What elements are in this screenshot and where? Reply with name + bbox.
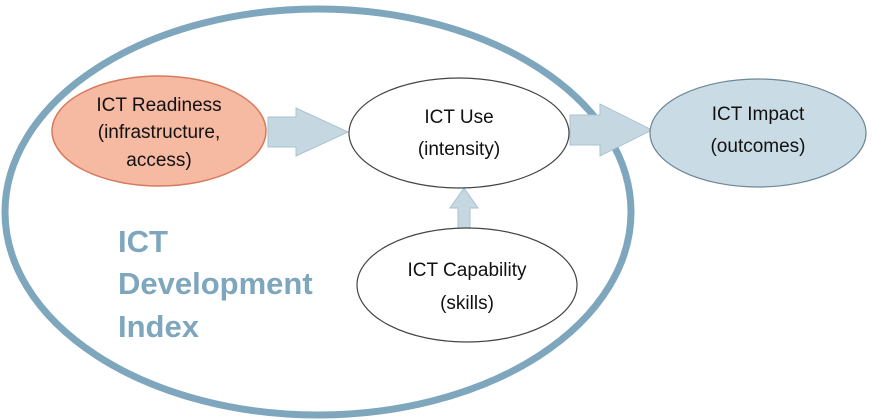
ict-readiness-ellipse <box>51 75 267 187</box>
ict-capability-ellipse <box>356 227 578 343</box>
index-label-line2: Development <box>118 266 313 301</box>
index-label-line1: ICT <box>118 224 168 259</box>
ict-impact-node: ICT Impact (outcomes) <box>649 78 867 188</box>
ict-use-ellipse <box>348 77 570 189</box>
ict-capability-title: ICT Capability <box>408 260 527 281</box>
arrow-readiness-to-use <box>267 107 350 157</box>
ict-impact-ellipse <box>649 78 867 188</box>
ict-impact-subtitle: (outcomes) <box>710 136 805 157</box>
ict-readiness-node: ICT Readiness (infrastructure, access) <box>51 75 267 187</box>
arrow-capability-to-use <box>449 187 479 229</box>
ict-use-title: ICT Use <box>424 107 493 128</box>
arrow-use-to-impact <box>569 103 654 157</box>
ict-impact-title: ICT Impact <box>712 104 805 125</box>
ict-readiness-subtitle-line1: (infrastructure, <box>98 122 220 143</box>
ict-development-index-ring <box>1 5 635 419</box>
ict-readiness-title: ICT Readiness <box>96 95 221 116</box>
ict-use-node: ICT Use (intensity) <box>348 77 570 189</box>
ict-use-subtitle: (intensity) <box>418 139 500 160</box>
index-label-line3: Index <box>118 309 200 344</box>
ict-development-index-label: ICT Development Index <box>118 224 313 344</box>
ict-capability-node: ICT Capability (skills) <box>356 227 578 343</box>
ict-capability-subtitle: (skills) <box>440 293 494 314</box>
ict-readiness-subtitle-line2: access) <box>126 150 191 171</box>
